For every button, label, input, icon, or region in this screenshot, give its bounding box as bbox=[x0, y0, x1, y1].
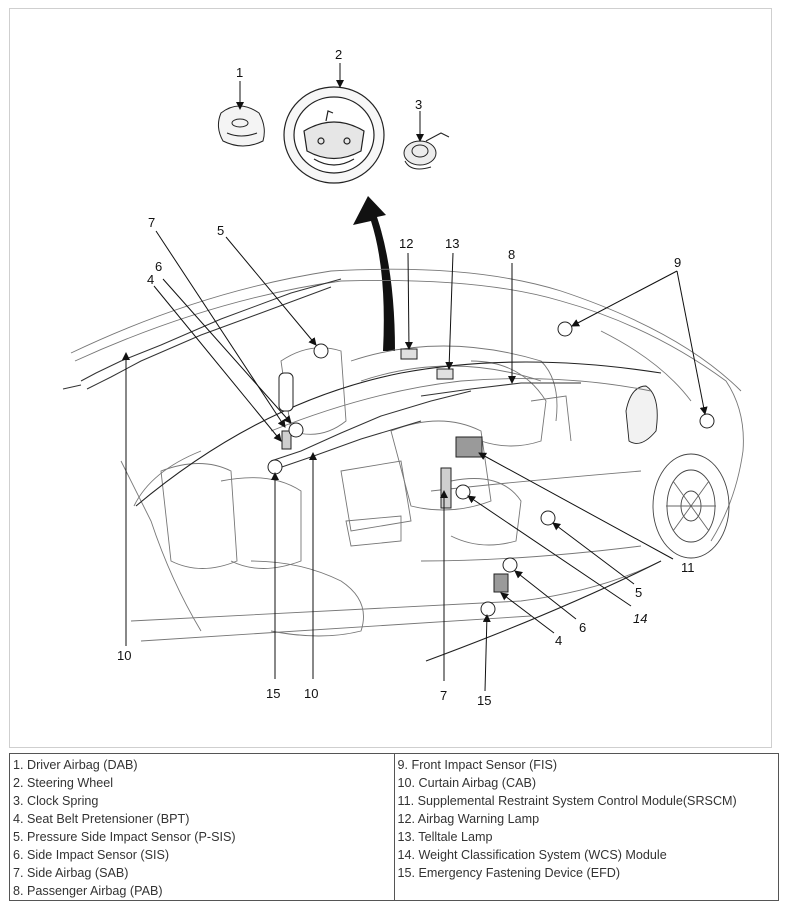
legend-item: 6. Side Impact Sensor (SIS) bbox=[13, 848, 170, 862]
curtain-airbag-part bbox=[62, 278, 581, 470]
callout-10-center: 10 bbox=[304, 686, 318, 701]
callout-10-left: 10 bbox=[117, 648, 131, 663]
component-legend-table: 1. Driver Airbag (DAB) 2. Steering Wheel… bbox=[9, 753, 779, 901]
callout-12: 12 bbox=[399, 236, 413, 251]
callout-15-left: 15 bbox=[266, 686, 280, 701]
legend-item: 10. Curtain Airbag (CAB) bbox=[397, 776, 537, 790]
callout-4-top: 4 bbox=[147, 272, 154, 287]
callout-5-bottom: 5 bbox=[635, 585, 642, 600]
legend-item: 11. Supplemental Restraint System Contro… bbox=[397, 794, 737, 808]
clock-spring-part bbox=[403, 132, 450, 170]
legend-column-left: 1. Driver Airbag (DAB) 2. Steering Wheel… bbox=[10, 754, 394, 900]
floor-sweep-line bbox=[425, 560, 662, 662]
callout-15-right: 15 bbox=[477, 693, 491, 708]
leader-lines bbox=[122, 63, 708, 692]
vehicle-body-outline bbox=[70, 268, 744, 642]
legend-item: 12. Airbag Warning Lamp bbox=[397, 812, 540, 826]
component-parts bbox=[278, 348, 509, 593]
callout-11: 11 bbox=[681, 560, 695, 575]
callout-7-top: 7 bbox=[148, 215, 155, 230]
callout-4-bottom: 4 bbox=[555, 633, 562, 648]
legend-item: 4. Seat Belt Pretensioner (BPT) bbox=[13, 812, 190, 826]
driver-airbag-part bbox=[217, 105, 265, 147]
vehicle-airbag-illustration: 1 2 3 7 5 12 13 8 9 6 4 10 15 10 7 15 4 … bbox=[62, 47, 744, 708]
steering-wheel-part bbox=[283, 86, 385, 184]
legend-item: 8. Passenger Airbag (PAB) bbox=[13, 884, 163, 898]
legend-item: 2. Steering Wheel bbox=[13, 776, 114, 790]
callout-6-bottom: 6 bbox=[579, 620, 586, 635]
callout-7-bottom: 7 bbox=[440, 688, 447, 703]
legend-item: 13. Telltale Lamp bbox=[397, 830, 493, 844]
callout-5-top: 5 bbox=[217, 223, 224, 238]
sensor-circles bbox=[267, 321, 715, 617]
legend-item: 9. Front Impact Sensor (FIS) bbox=[397, 758, 558, 772]
callout-2: 2 bbox=[335, 47, 342, 62]
callout-1: 1 bbox=[236, 65, 243, 80]
callout-9: 9 bbox=[674, 255, 681, 270]
callout-14: 14 bbox=[633, 611, 647, 626]
callout-8: 8 bbox=[508, 247, 515, 262]
legend-item: 3. Clock Spring bbox=[13, 794, 99, 808]
callout-6-top: 6 bbox=[155, 259, 162, 274]
removal-arrow bbox=[353, 196, 395, 351]
legend-item: 5. Pressure Side Impact Sensor (P-SIS) bbox=[13, 830, 236, 844]
callout-3: 3 bbox=[415, 97, 422, 112]
legend-item: 15. Emergency Fastening Device (EFD) bbox=[397, 866, 621, 880]
srs-component-diagram: 1 2 3 7 5 12 13 8 9 6 4 10 15 10 7 15 4 … bbox=[9, 8, 772, 748]
legend-item: 14. Weight Classification System (WCS) M… bbox=[397, 848, 667, 862]
body-sweep-line bbox=[135, 361, 662, 507]
legend-item: 7. Side Airbag (SAB) bbox=[13, 866, 129, 880]
callout-13: 13 bbox=[445, 236, 459, 251]
legend-column-right: 9. Front Impact Sensor (FIS) 10. Curtain… bbox=[393, 754, 779, 900]
legend-item: 1. Driver Airbag (DAB) bbox=[13, 758, 138, 772]
